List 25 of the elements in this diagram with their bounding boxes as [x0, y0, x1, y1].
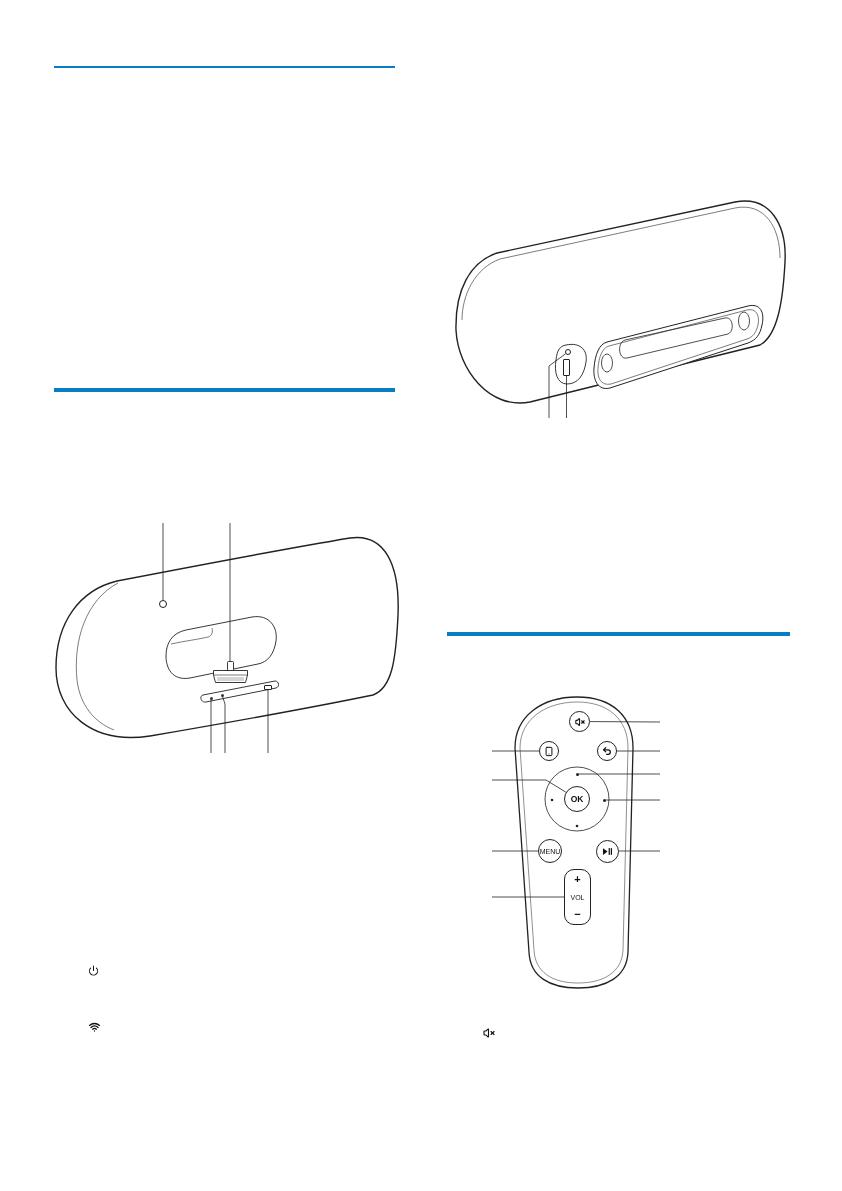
- leader-line: [491, 750, 540, 752]
- leader-line: [605, 799, 661, 801]
- indicator-light: [209, 696, 213, 700]
- leader-line: [222, 696, 226, 754]
- leader-line: [566, 375, 567, 419]
- indicator-light: [220, 693, 224, 697]
- leader-line: [491, 850, 539, 852]
- leader-line: [162, 522, 164, 601]
- dock-connector: [211, 661, 249, 683]
- leader-line: [491, 896, 565, 898]
- leader-line: [229, 522, 231, 662]
- volume-down-label: −: [574, 909, 581, 920]
- leader-line: [548, 353, 566, 419]
- jack-socket: [565, 349, 571, 355]
- leader-line: [210, 699, 212, 754]
- leader-line: [618, 850, 661, 852]
- leader-line: [267, 689, 269, 754]
- leader-line: [589, 721, 661, 723]
- leader-line: [616, 750, 661, 752]
- volume-up-label: +: [574, 874, 581, 885]
- panel-button: [264, 684, 272, 690]
- volume-rocker: [564, 869, 591, 925]
- leader-line: [578, 773, 661, 775]
- power-button: [159, 600, 167, 608]
- port-socket: [563, 359, 570, 376]
